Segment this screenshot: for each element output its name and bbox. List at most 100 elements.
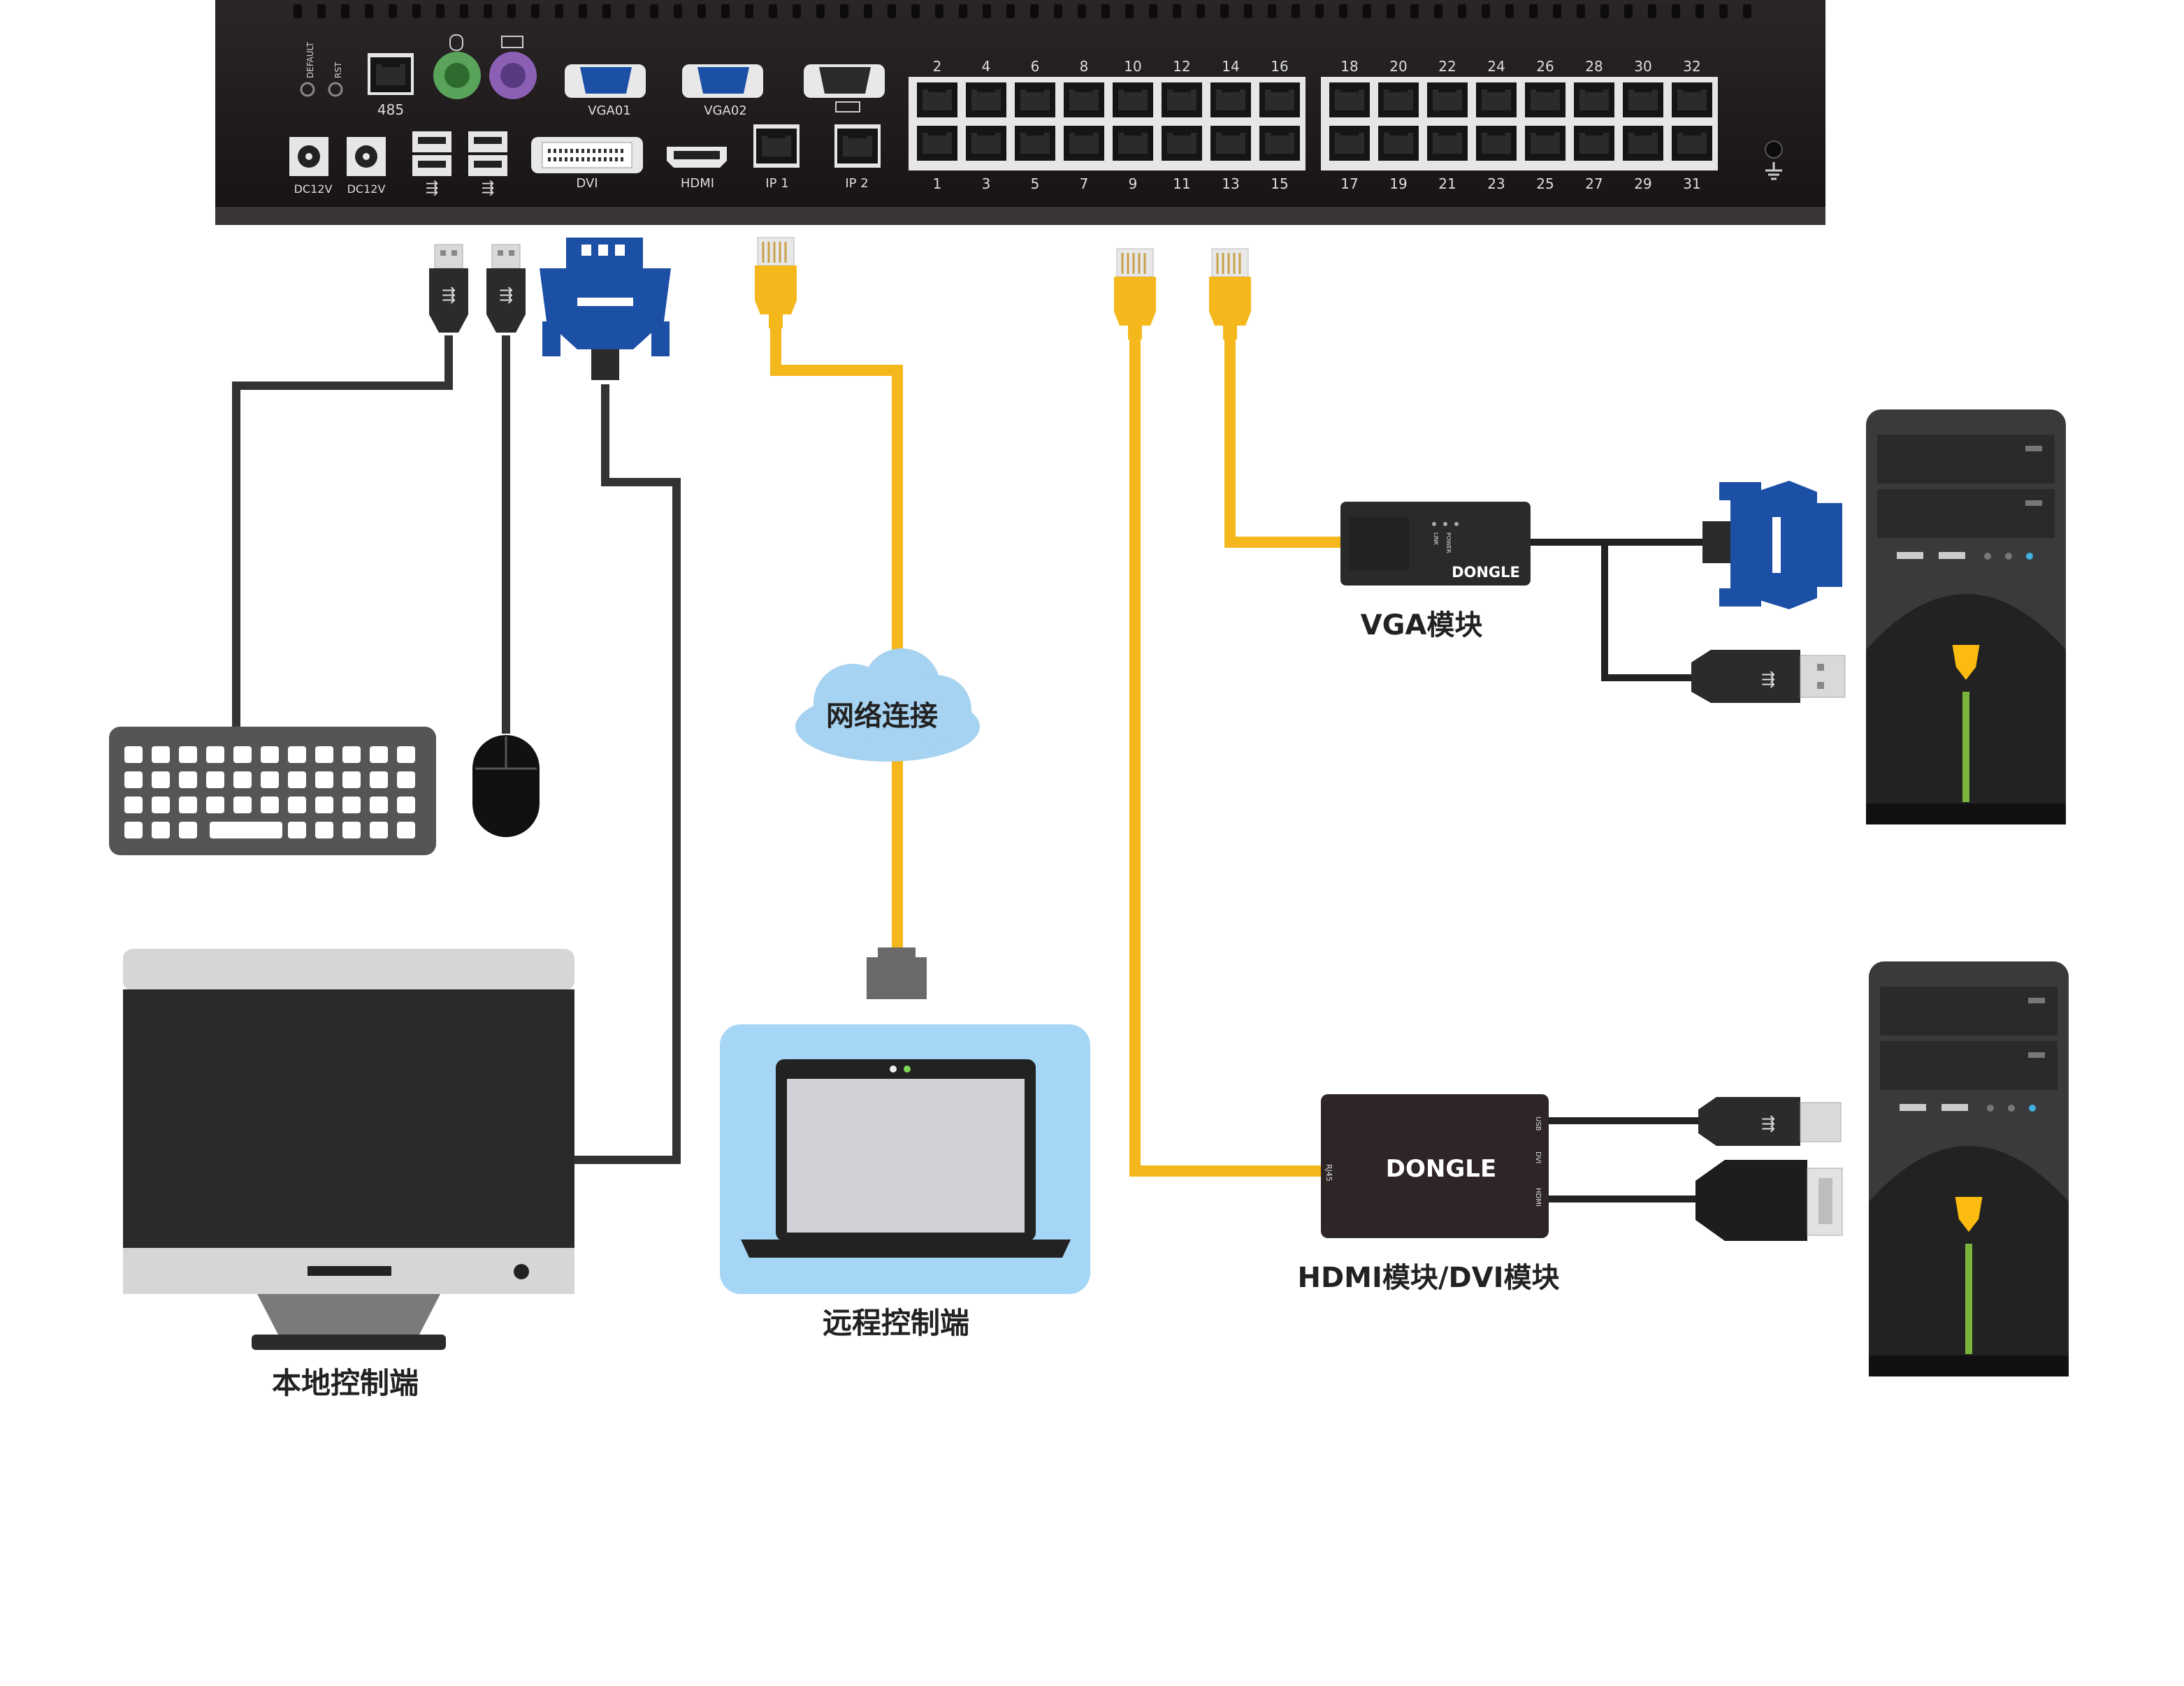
rj45-port[interactable] [1476, 126, 1517, 161]
usb-ports-left[interactable] [412, 131, 451, 176]
port-number-label: 17 [1340, 175, 1358, 192]
vent-slot [1434, 4, 1442, 18]
rj45-port[interactable] [917, 82, 957, 117]
keyboard-key [124, 797, 143, 813]
vga02-port[interactable] [682, 64, 763, 98]
rj45-port[interactable] [1672, 126, 1712, 161]
keyboard-key [179, 797, 197, 813]
rj45-port[interactable] [1427, 126, 1468, 161]
rj45-port[interactable] [1064, 126, 1104, 161]
keyboard-key [261, 771, 279, 788]
vent-slot [365, 4, 373, 18]
rj45-port[interactable] [1015, 82, 1055, 117]
vent-slot [697, 4, 706, 18]
keyboard-key [315, 771, 333, 788]
keyboard-key [152, 746, 170, 763]
rj45-port[interactable] [1525, 126, 1565, 161]
rj45-port[interactable] [1574, 126, 1614, 161]
port-number-label: 26 [1536, 58, 1554, 75]
port-number-label: 21 [1438, 175, 1456, 192]
rj45-port[interactable] [1476, 82, 1517, 117]
rj45-port[interactable] [1378, 126, 1419, 161]
usb-plug-mouse: ⇶ [486, 244, 526, 333]
vent-slot [1695, 4, 1704, 18]
usb-icon: ⇶ [1761, 1114, 1775, 1133]
vent-slot [1339, 4, 1347, 18]
vent-slot [1600, 4, 1609, 18]
rj45-port[interactable] [1259, 126, 1300, 161]
keyboard-key [124, 771, 143, 788]
vent-slot [1315, 4, 1324, 18]
ip2-label: IP 2 [845, 176, 868, 191]
rj45-port[interactable] [966, 82, 1006, 117]
vent-slot [793, 4, 801, 18]
usb-ports-right[interactable] [468, 131, 507, 176]
keyboard-key [397, 746, 415, 763]
keyboard-key [397, 797, 415, 813]
kvm-switch-panel: DEFAULT RST 485 VGA01 VGA02 [215, 0, 1825, 225]
port-number-label: 16 [1271, 58, 1288, 75]
rj45-port[interactable] [1623, 82, 1663, 117]
keyboard-key [261, 746, 279, 763]
keyboard-key [233, 771, 252, 788]
rj45-port[interactable] [1427, 82, 1468, 117]
rj45-port[interactable] [966, 126, 1006, 161]
rj45-port[interactable] [1329, 82, 1370, 117]
rj45-port[interactable] [1525, 82, 1565, 117]
rj45-port[interactable] [1259, 82, 1300, 117]
rj45-port[interactable] [1015, 126, 1055, 161]
vent-slots [294, 4, 1751, 18]
rj45-port[interactable] [1162, 126, 1202, 161]
rj45-port[interactable] [1672, 82, 1712, 117]
vent-slot [579, 4, 587, 18]
vga01-port[interactable] [565, 64, 646, 98]
keyboard-key [233, 746, 252, 763]
dvi-port[interactable] [531, 137, 643, 173]
rj45-port[interactable] [1162, 82, 1202, 117]
default-button[interactable] [300, 82, 315, 97]
vent-slot [888, 4, 896, 18]
port-number-label: 7 [1080, 175, 1089, 192]
keyboard-space-key [210, 822, 282, 838]
rj45-port[interactable] [1113, 126, 1153, 161]
vent-slot [1529, 4, 1538, 18]
rj45-port[interactable] [1378, 82, 1419, 117]
rj45-port[interactable] [1574, 82, 1614, 117]
vent-slot [721, 4, 730, 18]
rj45-port[interactable] [1113, 82, 1153, 117]
rj45-port[interactable] [1210, 126, 1251, 161]
rj45-port[interactable] [1329, 126, 1370, 161]
network-cloud: 网络连接 [795, 648, 980, 762]
rj45-plug-port-a [1113, 247, 1157, 341]
vent-slot [1149, 4, 1157, 18]
hdmi-port[interactable] [667, 147, 727, 168]
rj45-port[interactable] [1064, 82, 1104, 117]
vent-slot [460, 4, 468, 18]
keyboard-key [370, 746, 388, 763]
dc12v-label-1: DC12V [294, 182, 333, 196]
serial-port[interactable] [804, 64, 885, 112]
vent-slot [959, 4, 967, 18]
keyboard-key [233, 797, 252, 813]
vga-plug-remote [1702, 481, 1842, 609]
vent-slot [1363, 4, 1371, 18]
port-number-label: 9 [1129, 175, 1138, 192]
port-number-label: 27 [1585, 175, 1603, 192]
keyboard-key [315, 746, 333, 763]
rj45-port[interactable] [1210, 82, 1251, 117]
rj45-port[interactable] [1623, 126, 1663, 161]
keyboard-key [206, 797, 224, 813]
port-number-label: 22 [1438, 58, 1456, 75]
rj45-port[interactable] [917, 126, 957, 161]
vent-slot [1292, 4, 1300, 18]
vent-slot [341, 4, 349, 18]
keyboard-key [370, 797, 388, 813]
port-number-label: 14 [1222, 58, 1239, 75]
rst-button[interactable] [328, 82, 343, 97]
vent-slot [1458, 4, 1466, 18]
vent-slot [864, 4, 872, 18]
vent-slot [412, 4, 421, 18]
vent-slot [389, 4, 397, 18]
ip1-label: IP 1 [765, 176, 788, 191]
usb-label: USB [1534, 1117, 1542, 1131]
